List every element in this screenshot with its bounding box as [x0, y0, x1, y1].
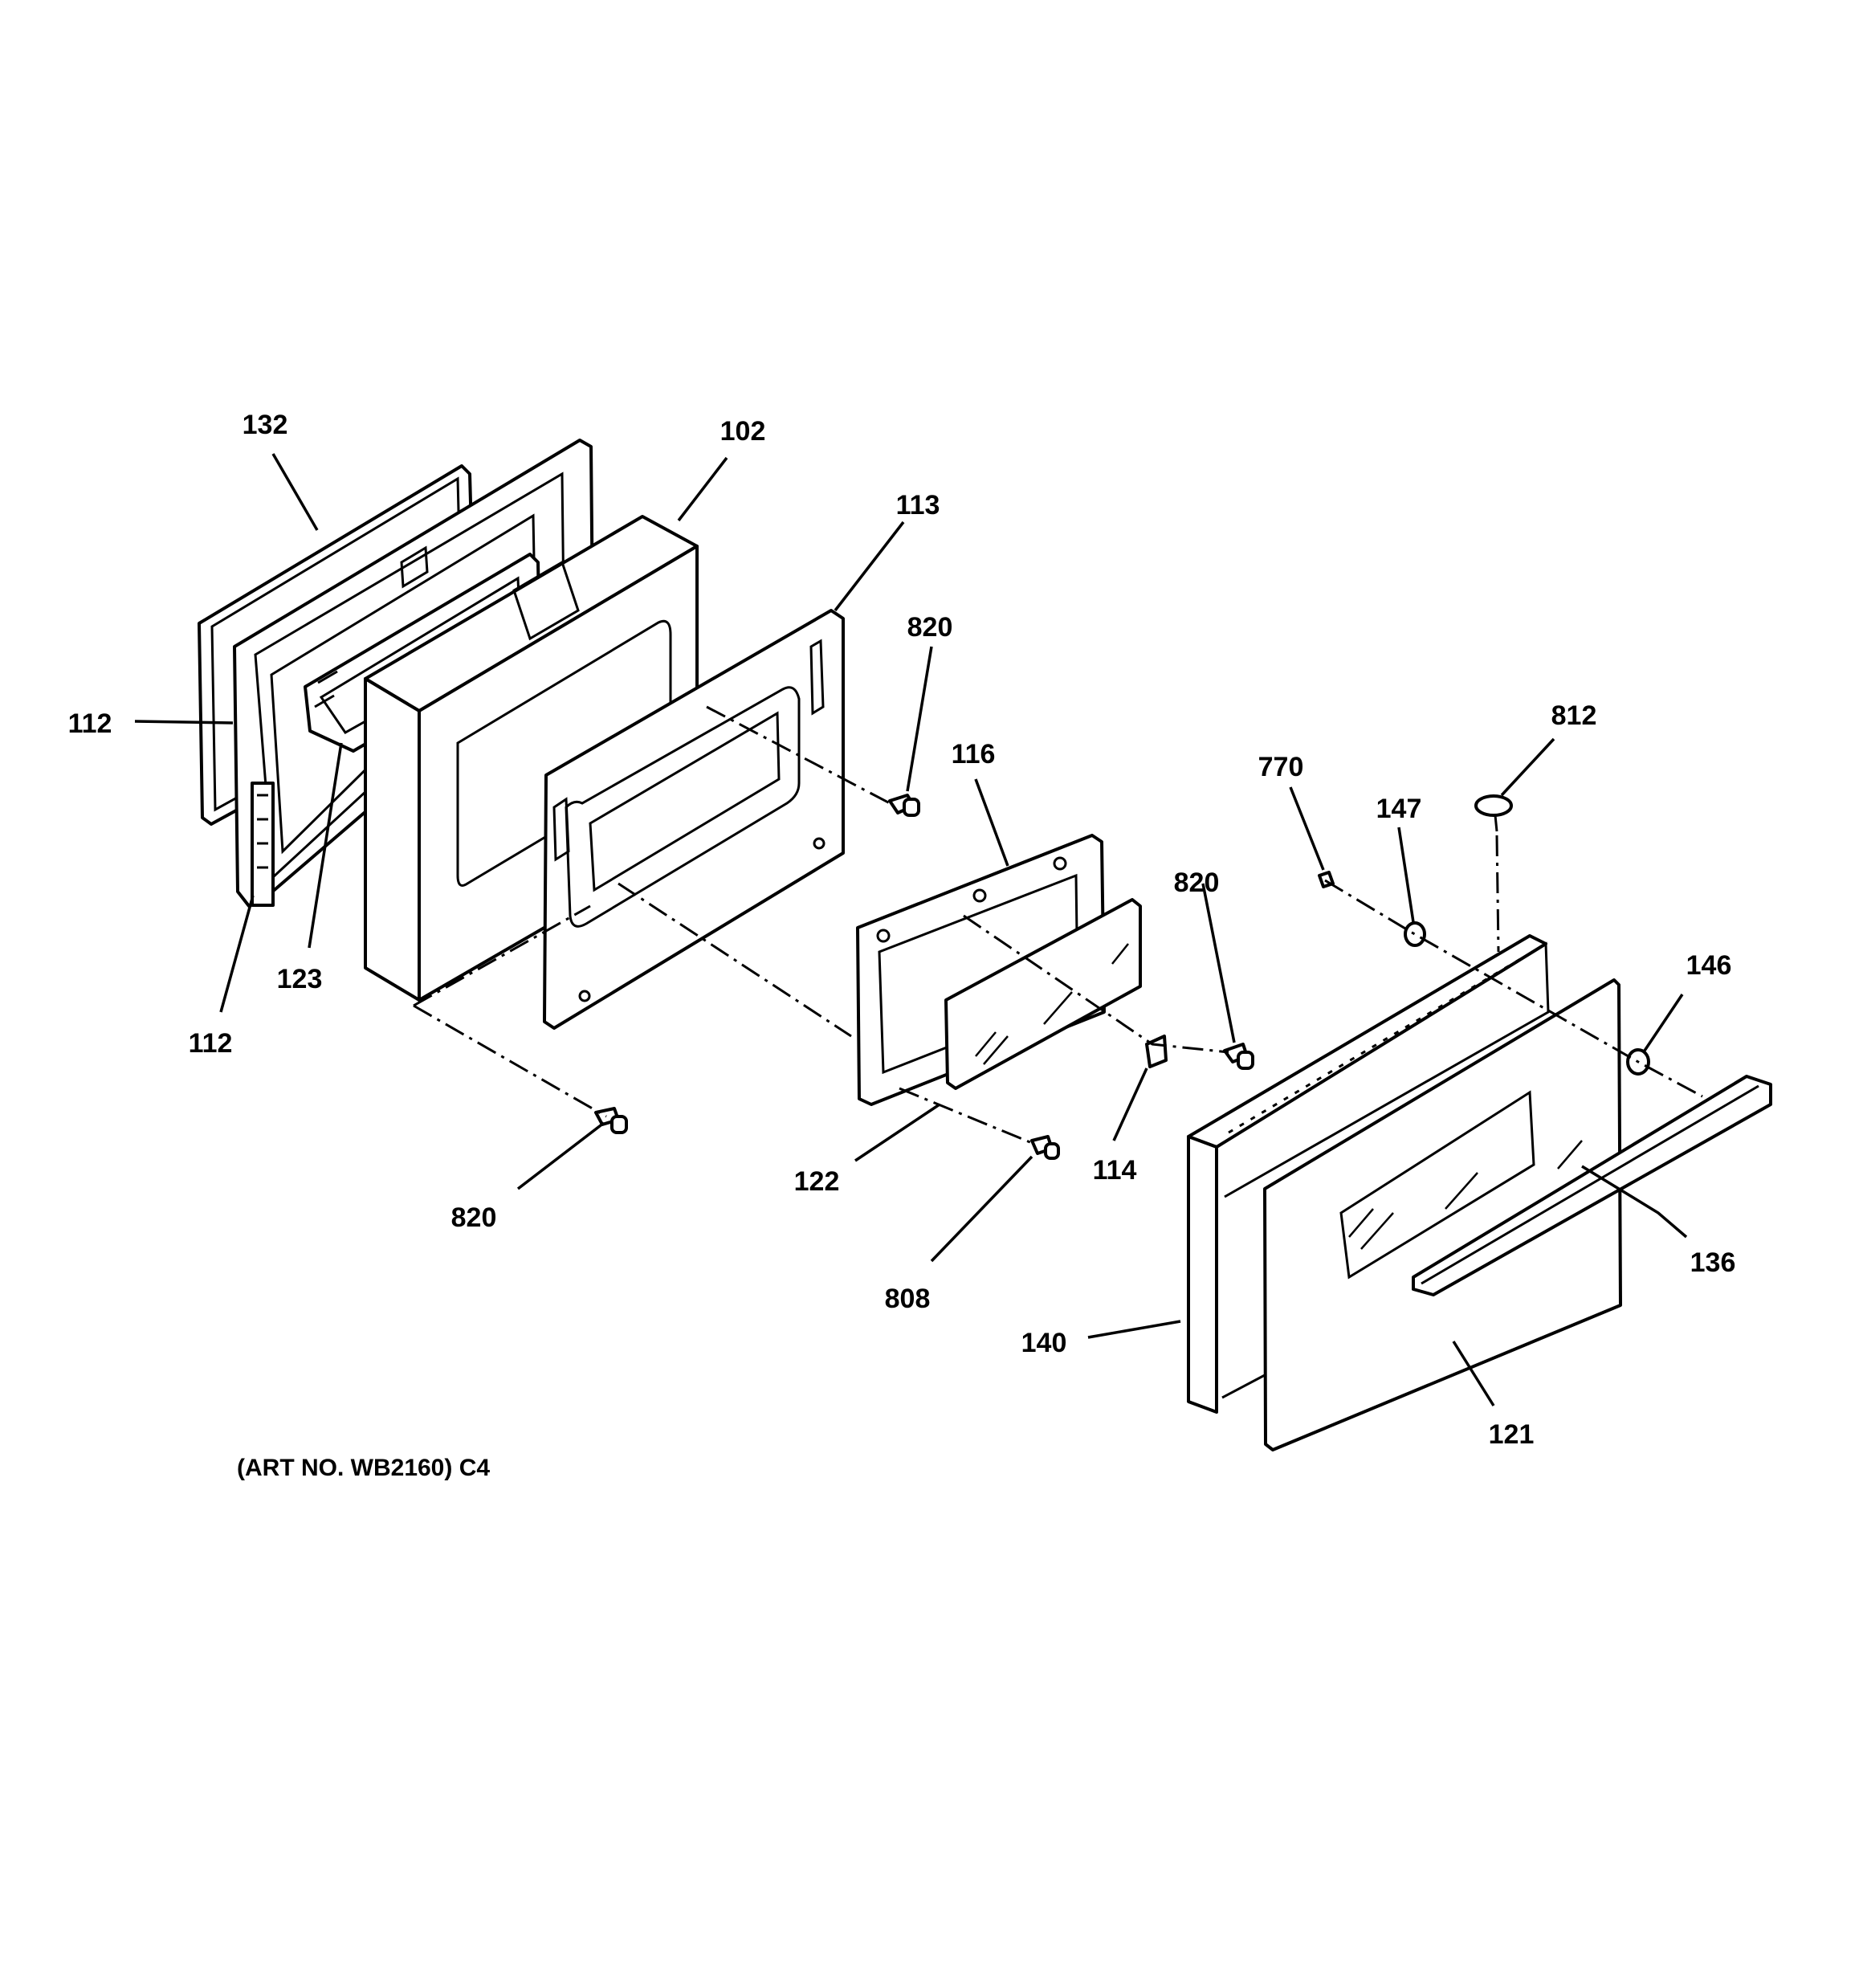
- art-number-caption: (ART NO. WB2160) C4: [237, 1455, 490, 1481]
- part-113-inner-panel: [543, 609, 845, 1030]
- spacer-147: [1404, 921, 1426, 947]
- hardware: [594, 794, 1650, 1160]
- callout-123: 123: [277, 964, 323, 994]
- screw-820-bottom: [594, 1107, 628, 1134]
- callout-812: 812: [1551, 700, 1597, 731]
- callout-122: 122: [794, 1166, 840, 1197]
- callout-820-mid: 820: [1174, 867, 1220, 898]
- part-121-outer-glass: [1263, 978, 1622, 1451]
- callout-113: 113: [896, 490, 940, 520]
- part-136-handle: [1412, 1075, 1772, 1296]
- callout-112-bottom: 112: [189, 1028, 233, 1059]
- callout-112-left: 112: [68, 708, 112, 739]
- part-122-inner-glass: [944, 898, 1142, 1090]
- callout-116: 116: [952, 739, 996, 769]
- screw-808: [1030, 1135, 1060, 1160]
- clip-114: [1145, 1035, 1168, 1068]
- callout-146: 146: [1686, 950, 1732, 981]
- callout-136: 136: [1690, 1247, 1736, 1278]
- callout-121: 121: [1489, 1419, 1535, 1450]
- callout-102: 102: [720, 416, 766, 447]
- callout-820-bottom: 820: [451, 1202, 497, 1233]
- callout-132: 132: [243, 410, 288, 440]
- callout-808: 808: [885, 1284, 931, 1314]
- screw-820-mid: [1223, 1043, 1254, 1070]
- part-140-door-frame: [1187, 934, 1550, 1414]
- screw-812: [1474, 794, 1513, 832]
- screw-820-top: [888, 794, 920, 817]
- assembly-lines: [413, 705, 1703, 1146]
- callout-140: 140: [1021, 1328, 1067, 1358]
- callout-114: 114: [1093, 1155, 1137, 1186]
- callout-147: 147: [1376, 794, 1422, 824]
- callout-770: 770: [1258, 752, 1304, 782]
- leader-lines: [134, 453, 1688, 1406]
- callout-820-top: 820: [907, 612, 953, 643]
- callouts: 132 102 113 820 112 112 123 116 770 147 …: [68, 410, 1736, 1450]
